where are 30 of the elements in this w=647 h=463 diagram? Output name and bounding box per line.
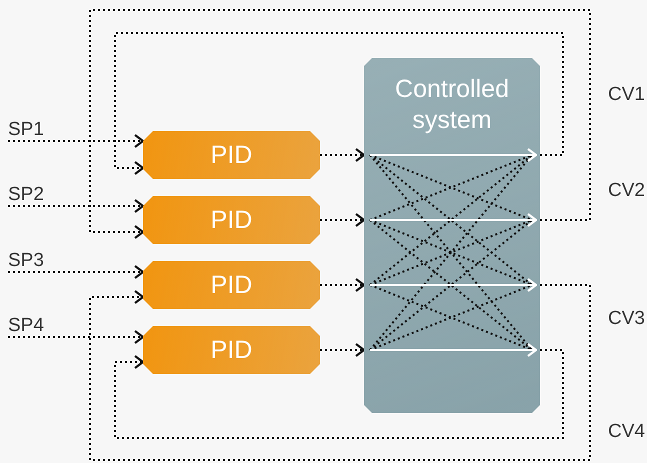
controller-block — [143, 261, 320, 309]
output-label: CV4 — [608, 421, 645, 443]
setpoint-label: SP1 — [8, 118, 48, 141]
controller-label: PID — [210, 140, 252, 170]
system-block — [364, 58, 540, 413]
signal-arrow — [320, 278, 366, 292]
controller-block — [143, 326, 320, 374]
controller-label: PID — [210, 206, 252, 234]
controller-label: PID — [210, 336, 252, 364]
controller-block — [143, 196, 320, 244]
system-title: Controlled system — [394, 74, 510, 136]
signal-arrow — [320, 148, 366, 162]
signal-arrow — [8, 330, 144, 344]
controller-block — [143, 131, 320, 179]
signal-arrow — [89, 284, 591, 461]
signal-arrow — [320, 212, 366, 228]
signal-arrow — [114, 32, 564, 176]
signal-arrow — [8, 198, 144, 214]
signal-arrow — [320, 342, 366, 358]
setpoint-label: SP2 — [8, 183, 48, 206]
signal-arrow — [8, 264, 144, 280]
output-label: CV3 — [608, 308, 645, 330]
signal-arrow — [114, 349, 564, 439]
signal-arrow — [8, 134, 144, 148]
output-label: CV2 — [608, 180, 645, 202]
controller-label: PID — [210, 270, 252, 300]
output-label: CV1 — [608, 84, 645, 106]
signal-arrow — [89, 9, 591, 240]
setpoint-label: SP3 — [8, 249, 48, 272]
setpoint-label: SP4 — [8, 314, 48, 337]
